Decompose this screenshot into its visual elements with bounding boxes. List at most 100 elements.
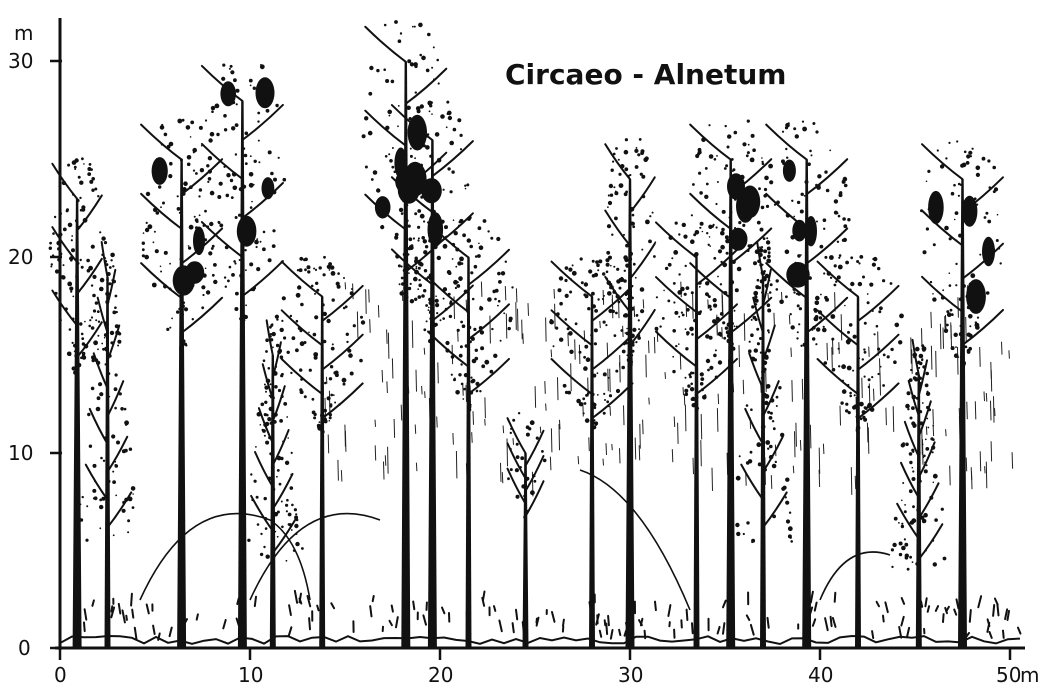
hatch-stroke (966, 458, 967, 472)
tree-trunk (626, 179, 635, 648)
hatch-stroke (546, 318, 547, 342)
y-tick-label: 10 (8, 441, 33, 465)
foliage-clump (982, 237, 995, 267)
grass-stroke (925, 598, 926, 606)
hatch-stroke (985, 466, 986, 473)
grass-stroke (943, 614, 944, 622)
hatch-stroke (684, 394, 685, 405)
hatch-stroke (874, 389, 875, 401)
tree-branch (630, 177, 655, 212)
tree-trunk (855, 297, 861, 648)
grass-stroke (123, 610, 125, 622)
grass-stroke (132, 610, 133, 618)
grass-stroke (223, 620, 225, 628)
hatch-stroke (575, 339, 576, 359)
grass-stroke (396, 617, 398, 627)
y-tick-label: 0 (18, 636, 31, 660)
hatch-stroke (341, 470, 342, 481)
hatch-stroke (366, 289, 367, 314)
x-tick-label: 10 (238, 663, 263, 687)
hatch-stroke (639, 445, 640, 460)
grass-stroke (936, 606, 938, 611)
tree-branch (656, 332, 697, 367)
grass-stroke (289, 605, 291, 615)
grass-stroke (317, 606, 318, 611)
hatch-stroke (620, 355, 621, 382)
hatch-stroke (416, 370, 417, 392)
hatch-stroke (554, 289, 555, 299)
tree-branch (905, 422, 919, 457)
grass-stroke (954, 610, 956, 615)
grass-stroke (751, 625, 754, 635)
tree-branch (763, 492, 787, 527)
tree-branch (592, 383, 633, 418)
grass-stroke (768, 618, 769, 628)
foliage-clump (962, 196, 978, 227)
hatch-stroke (972, 471, 973, 489)
grass-stroke (373, 596, 374, 601)
hatch-stroke (416, 463, 417, 472)
hatch-stroke (481, 282, 482, 297)
grass-stroke (1003, 631, 1004, 638)
hatch-stroke (338, 460, 339, 481)
hatch-stroke (739, 345, 740, 367)
tree (80, 236, 136, 648)
grass-stroke (483, 592, 485, 601)
tree-branch (753, 298, 763, 333)
tree-branch (322, 335, 363, 370)
hatch-stroke (712, 468, 713, 491)
grass-stroke (590, 602, 591, 609)
hatch-stroke (589, 437, 590, 451)
tree-branch (919, 483, 939, 518)
tree-branch (741, 465, 763, 500)
hatch-stroke (522, 320, 523, 340)
grass-stroke (877, 602, 879, 607)
tree-branch (242, 105, 283, 140)
hatch-stroke (649, 341, 650, 354)
grass-stroke (413, 602, 414, 610)
tree-branch (108, 381, 124, 416)
grass-stroke (147, 605, 149, 614)
y-axis-unit-label: m (14, 21, 33, 45)
grass-stroke (119, 604, 121, 614)
tree-branch (919, 401, 931, 436)
hatch-stroke (862, 378, 863, 398)
grass-stroke (990, 632, 992, 638)
hatch-stroke (551, 350, 552, 358)
hatch-stroke (490, 316, 491, 344)
hatch-stroke (606, 443, 607, 455)
hatch-stroke (868, 427, 869, 453)
hatch-stroke (995, 408, 996, 416)
hatch-stroke (931, 346, 932, 370)
grass-stroke (289, 627, 292, 636)
grass-stroke (883, 616, 884, 622)
hatch-stroke (984, 392, 985, 402)
hatch-stroke (922, 328, 923, 347)
hatch-stroke (931, 312, 932, 328)
hatch-stroke (437, 417, 438, 428)
x-tick-label: 30 (618, 663, 643, 687)
hatch-stroke (551, 428, 552, 452)
x-axis-unit-label: m (1020, 663, 1039, 687)
hatch-stroke (802, 379, 803, 400)
tree-branch (818, 262, 859, 297)
hatch-stroke (893, 406, 894, 432)
hatch-stroke (387, 330, 388, 344)
hatch-stroke (833, 340, 834, 355)
grass-stroke (946, 607, 949, 612)
shrub-arcs (140, 470, 890, 610)
hatch-stroke (795, 431, 796, 457)
tree-branch (273, 474, 293, 509)
hatch-stroke (612, 444, 613, 450)
grass-stroke (885, 602, 887, 612)
tree-branch (406, 69, 447, 104)
tree-branch (322, 383, 363, 418)
grass-stroke (608, 616, 609, 625)
foliage-clump (185, 261, 204, 284)
hatch-stroke (545, 381, 546, 394)
hatch-stroke (771, 475, 772, 489)
tree-branch (469, 304, 510, 339)
hatch-stroke (718, 394, 719, 404)
hatch-stroke (940, 324, 941, 349)
grass-stroke (957, 599, 959, 608)
